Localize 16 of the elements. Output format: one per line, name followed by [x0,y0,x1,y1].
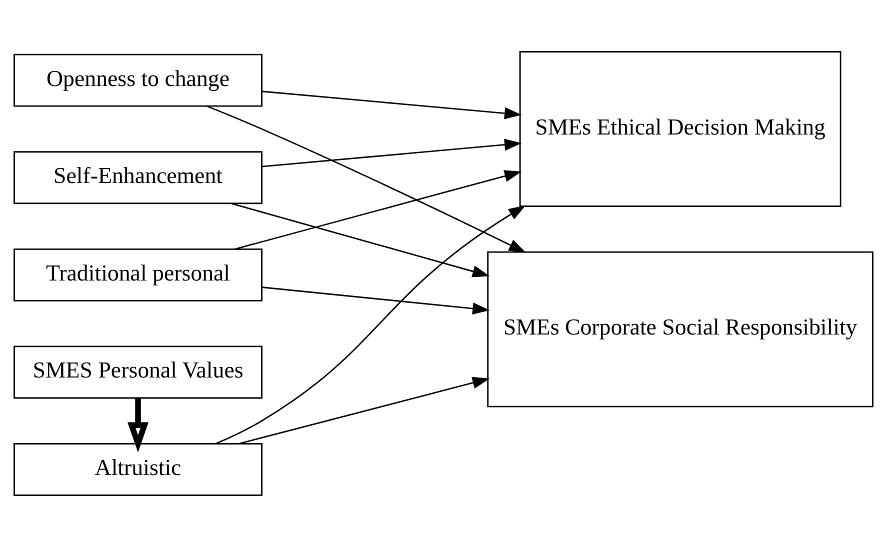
arrow [262,286,490,314]
arrow [215,204,526,444]
arrow [238,376,490,444]
node-box: SMES Personal Values [14,345,262,398]
node-box: SMEs Ethical Decision Making [519,50,842,206]
arrow [234,170,522,250]
node-box: SMEs Corporate Social Responsibility [487,250,874,407]
arrow [206,105,526,252]
arrow [262,138,522,167]
arrow [231,202,490,277]
node-box: Altruistic [14,442,262,496]
arrow [262,90,522,119]
arrow [127,398,149,452]
node-box: Openness to change [14,53,262,106]
node-box: Traditional personal [14,248,262,301]
node-box: Self-Enhancement [14,150,262,204]
